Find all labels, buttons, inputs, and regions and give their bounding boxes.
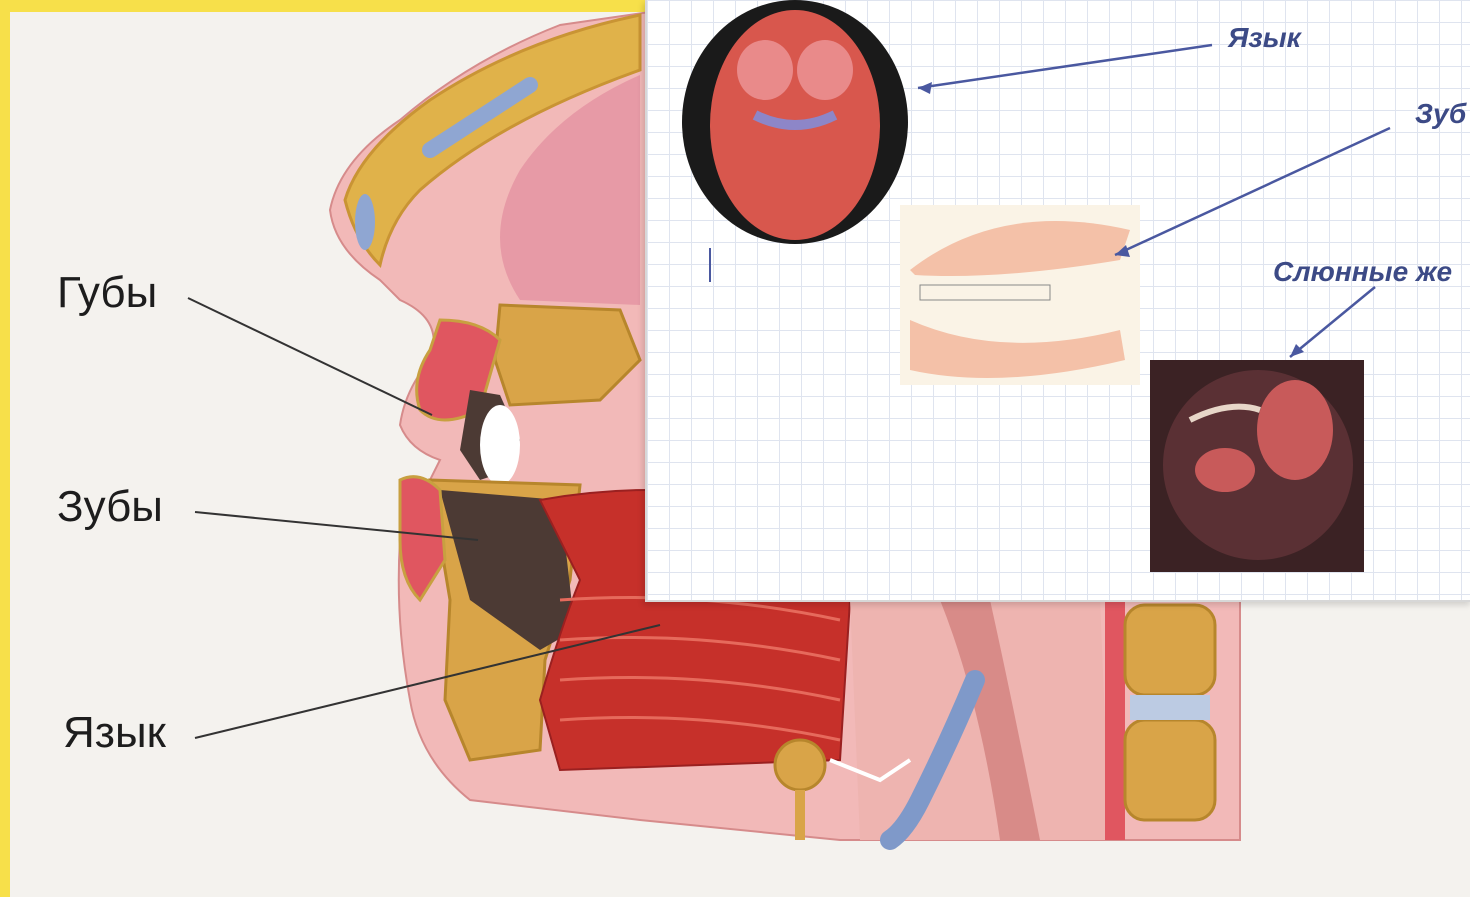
nasal-tip-cartilage <box>355 194 375 250</box>
hyoid-bone <box>775 740 825 790</box>
vertebra-2 <box>1125 720 1215 820</box>
inset-tongue-label: Язык <box>1228 22 1301 54</box>
upper-incisor <box>480 405 520 485</box>
inset-panel <box>645 0 1470 602</box>
intervertebral-disc <box>1130 695 1210 720</box>
vertebra-1 <box>1125 605 1215 695</box>
inset-teeth-label: Зуб <box>1415 98 1470 130</box>
teeth-label: Зубы <box>57 482 163 532</box>
lips-leader-line <box>188 298 432 415</box>
lips-label: Губы <box>57 268 157 318</box>
tongue-label: Язык <box>63 708 166 758</box>
spinal-cord <box>1105 600 1125 840</box>
inset-salivary-label: Слюнные же <box>1273 256 1470 288</box>
